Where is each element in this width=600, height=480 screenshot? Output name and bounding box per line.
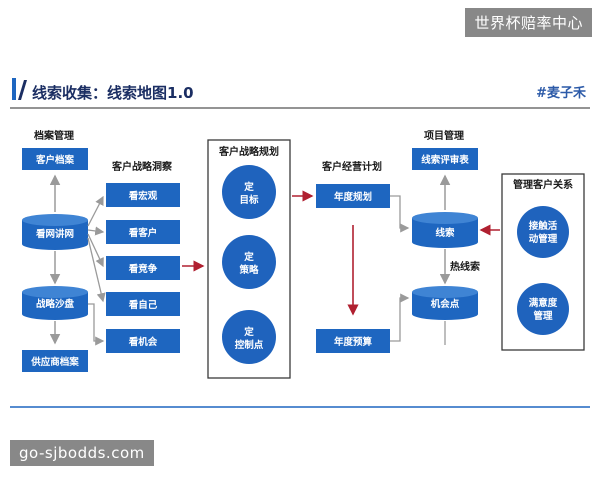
arrow-plan-to-clue: [390, 195, 410, 233]
opportunity-label: 机会点: [431, 298, 460, 310]
clue-cylinder: [412, 218, 478, 248]
arrow-sandbox-to-opportunity: [88, 303, 105, 346]
header: 线索收集：线索地图1.0 #麦子禾: [10, 78, 590, 109]
annual-budget-label: 年度预算: [334, 336, 373, 348]
insight-box-opportunity: [106, 329, 180, 353]
review-table-label: 线索评审表: [421, 154, 469, 166]
watch-web-label: 看网讲网: [36, 228, 74, 240]
page-title: 线索收集：线索地图1.0: [32, 84, 194, 102]
customer-archive-box: [22, 148, 88, 170]
watch-web-cylinder: [22, 220, 88, 250]
supplier-archive-label: 供应商档案: [30, 356, 79, 368]
supplier-archive-box: [22, 350, 88, 372]
strategy-label-1: 定: [243, 251, 254, 263]
insight-label-customer: 看客户: [129, 227, 158, 239]
annual-plan-label: 年度规划: [334, 191, 372, 203]
relations-section: 管理客户关系 接触活 动管理 满意度 管理: [479, 173, 585, 351]
strategy-label-2: 策略: [238, 264, 259, 276]
contact-label-2: 动管理: [529, 233, 558, 245]
insight-box-macro: [106, 183, 180, 207]
arrow-fan-customer: [87, 226, 105, 236]
clue-label: 线索: [435, 227, 455, 239]
planning-title: 客户战略规划: [218, 145, 279, 158]
brand-tag: #麦子禾: [536, 85, 587, 101]
insight-section: 客户战略洞察 看宏观 看客户 看竞争 看自己 看机会: [87, 160, 205, 353]
insight-label-macro: 看宏观: [129, 190, 158, 202]
satisfaction-label-2: 管理: [533, 310, 553, 322]
hot-clue-label: 热线索: [450, 260, 480, 273]
archive-title: 档案管理: [33, 129, 74, 142]
sandbox-cylinder-top: [22, 286, 88, 298]
control-circle: [222, 310, 276, 364]
arrow-fan-competition: [87, 233, 104, 268]
strategy-circle: [222, 235, 276, 289]
arrow-fan-macro: [87, 195, 104, 227]
target-label-2: 目标: [239, 194, 259, 206]
opportunity-cylinder-top: [412, 286, 478, 298]
insight-label-competition: 看竞争: [129, 263, 158, 275]
business-section: 客户经营计划 年度规划 年度预算: [316, 160, 410, 353]
target-circle: [222, 165, 276, 219]
review-table-box: [412, 148, 478, 170]
archive-section: 档案管理 客户档案 看网讲网 战略沙盘 供应商档案: [22, 129, 88, 372]
sandbox-cylinder: [22, 292, 88, 320]
header-logo-bar: [12, 78, 16, 100]
planning-frame: [207, 139, 291, 379]
contact-circle: [517, 206, 569, 258]
annual-budget-box: [316, 329, 390, 353]
customer-archive-label: 客户档案: [35, 154, 75, 166]
insight-title: 客户战略洞察: [111, 160, 173, 173]
sandbox-label: 战略沙盘: [36, 298, 75, 310]
planning-section: 客户战略规划 定 目标 定 策略 定 控制点: [207, 139, 314, 379]
watch-web-cylinder-top: [22, 214, 88, 226]
target-label-1: 定: [243, 181, 254, 193]
insight-box-self: [106, 292, 180, 316]
opportunity-cylinder: [412, 292, 478, 320]
insight-box-customer: [106, 220, 180, 244]
contact-label-1: 接触活: [529, 220, 558, 232]
satisfaction-label-1: 满意度: [529, 297, 558, 309]
control-label-2: 控制点: [235, 339, 264, 351]
satisfaction-circle: [517, 283, 569, 335]
business-title: 客户经营计划: [321, 160, 382, 173]
relations-title: 管理客户关系: [513, 178, 573, 191]
project-title: 项目管理: [424, 129, 464, 142]
header-logo-mark: [18, 80, 27, 100]
arrow-fan-self: [87, 237, 106, 303]
insight-box-competition: [106, 256, 180, 280]
insight-label-opportunity: 看机会: [129, 336, 158, 348]
project-section: 项目管理 线索评审表 线索 热线索 机会点: [412, 129, 480, 345]
clue-cylinder-top: [412, 212, 478, 224]
arrow-budget-to-opportunity: [390, 293, 410, 342]
control-label-1: 定: [243, 326, 254, 338]
watermark-bottom: go-sjbodds.com: [10, 440, 154, 466]
watermark-top: 世界杯赔率中心: [465, 8, 592, 37]
relations-frame: [501, 173, 585, 351]
annual-plan-box: [316, 184, 390, 208]
insight-label-self: 看自己: [129, 299, 158, 311]
